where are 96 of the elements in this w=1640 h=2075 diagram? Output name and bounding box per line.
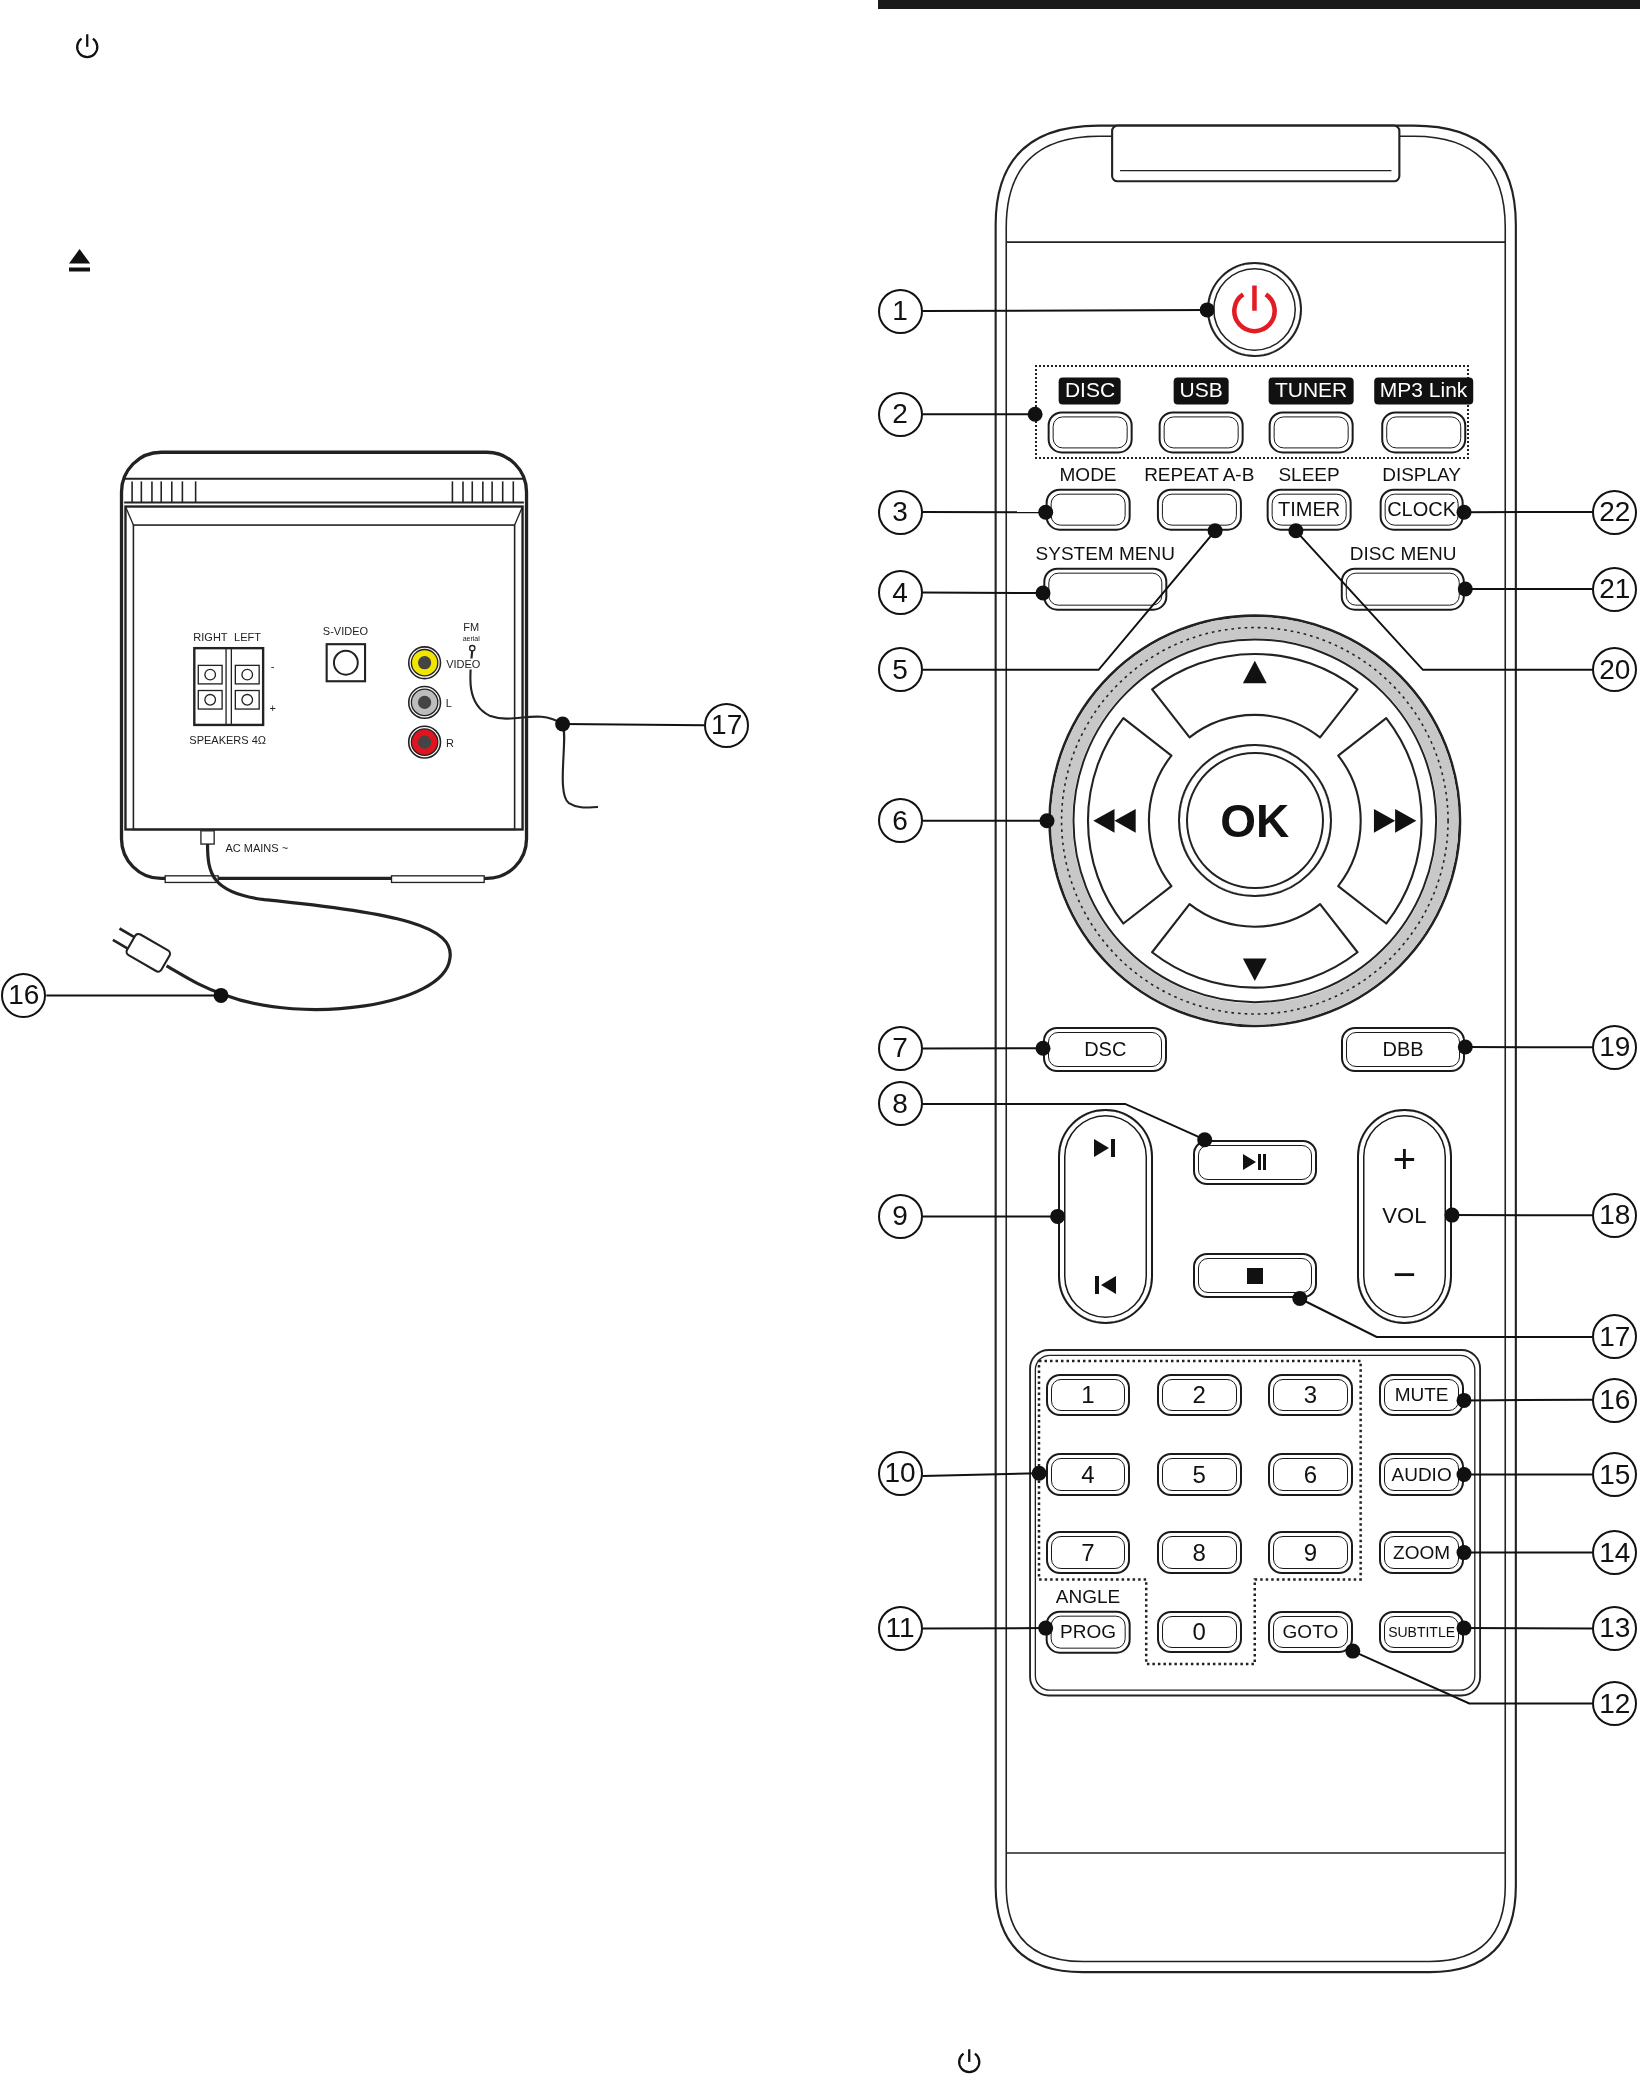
remote-button: MUTE [1379,1373,1464,1417]
callout-number: 1 [877,288,923,334]
leader-line [1456,504,1594,520]
remote-button: PROG [1045,1610,1131,1654]
leader-line [1457,1039,1594,1055]
panel-label: AC MAINS ~ [224,842,290,854]
leader-line [1456,1545,1594,1561]
source-label: DISC [1058,377,1122,404]
remote-button: DSC [1043,1027,1168,1073]
callout-number: 10 [877,1450,923,1496]
leader-line [1457,581,1594,597]
remote-button: 7 [1045,1531,1131,1574]
leader-line [921,813,1055,829]
callout-number: 6 [877,798,923,844]
leader-line [1456,1392,1594,1408]
callout-number: 2 [877,391,923,437]
callout-number: 8 [877,1081,923,1127]
callout-number: 9 [877,1193,923,1239]
button-label: DISPLAY [1382,464,1461,484]
callout-number: 21 [1592,566,1638,612]
leader-line [1292,1291,1594,1338]
navigation-ring [1047,612,1463,1029]
button-label: SYSTEM MENU [1035,543,1175,563]
leader-line [1288,523,1594,671]
minus-sign: − [1392,1253,1417,1294]
remote-button: DBB [1340,1027,1466,1073]
remote-button: 0 [1156,1610,1242,1654]
remote-button: 8 [1156,1531,1242,1574]
panel-label: SPEAKERS 4Ω [188,734,267,746]
play-pause-button [1192,1139,1317,1185]
callout-number: 3 [877,489,923,535]
callout-number: 13 [1592,1605,1638,1651]
callout-number: 17 [1592,1314,1638,1360]
callout-number: 4 [877,570,923,616]
leader-line [921,302,1215,318]
leader-line [921,1620,1054,1636]
callout-number: 15 [1592,1452,1638,1498]
leader-line [921,523,1223,671]
source-label: MP3 Link [1373,377,1474,404]
leader-line [921,504,1054,520]
skip-button [1057,1109,1153,1324]
source-label: USB [1173,377,1229,404]
panel-label: LEFT [233,631,262,643]
callout-number: 11 [877,1605,923,1651]
leader-line [921,1102,1213,1148]
remote-button: 5 [1156,1453,1242,1496]
panel-label: S-VIDEO [321,625,370,637]
panel-label: RIGHT [192,631,229,643]
leader-line [1444,1207,1594,1223]
callout-number: 12 [1592,1681,1638,1727]
panel-label: L [444,697,453,709]
remote-button: AUDIO [1379,1453,1464,1496]
leader-line [921,1465,1047,1481]
panel-label: FM [462,621,481,633]
remote-button: 2 [1156,1373,1242,1417]
plus-sign: + [1392,1139,1417,1180]
leader-line [921,1208,1066,1224]
button-label: SLEEP [1278,464,1340,484]
callout-number: 7 [877,1025,923,1071]
panel-label: + [268,702,277,714]
source-label: TUNER [1268,377,1354,404]
remote-button: TIMER [1266,488,1352,531]
remote-button: 9 [1268,1531,1353,1574]
callout-number: 16 [1,972,47,1018]
button-label: REPEAT A-B [1144,464,1255,484]
leader-line [45,987,229,1003]
remote-button: ZOOM [1379,1531,1464,1574]
panel-label: R [445,737,455,749]
leader-line [1345,1643,1594,1705]
callout-number: 16 [1592,1377,1638,1423]
leader-line [1456,1620,1594,1636]
remote-button: 4 [1045,1453,1131,1496]
callout-number: 14 [1592,1530,1638,1576]
leader-line [921,1040,1051,1056]
leader-line [921,585,1051,601]
callout-number: 22 [1592,489,1638,535]
dotted-group-outline [1035,365,1470,460]
remote-button: 6 [1268,1453,1353,1496]
callout-number: 19 [1592,1024,1638,1070]
leader-line [555,716,706,732]
button-label: MODE [1059,464,1117,484]
stop-button [1192,1253,1317,1299]
callout-number: 20 [1592,647,1638,693]
remote-button: SUBTITLE [1379,1610,1464,1654]
button-label: ANGLE [1055,1586,1121,1606]
leader-line [1456,1467,1594,1482]
panel-label: VIDEO [445,658,482,670]
callout-number: 18 [1592,1192,1638,1238]
callout-number: 5 [877,647,923,693]
callout-number: 17 [704,702,750,748]
remote-button: CLOCK [1379,488,1464,531]
leader-line [921,406,1043,422]
remote-button: 3 [1268,1373,1353,1417]
volume-label: VOL [1382,1205,1427,1228]
button-label: DISC MENU [1349,543,1457,563]
remote-button: GOTO [1268,1610,1353,1654]
